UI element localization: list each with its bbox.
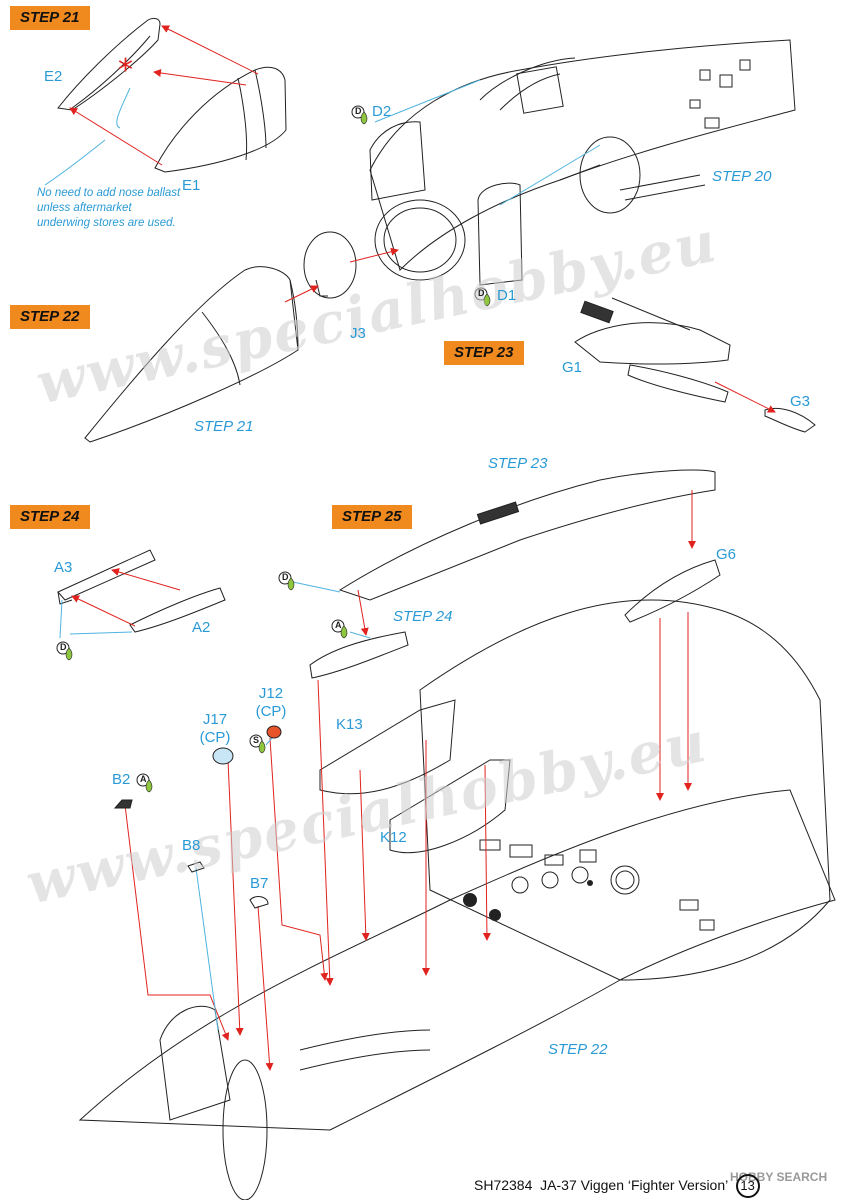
glue-badge-step25-a: A	[335, 620, 342, 630]
part-label-b8: B8	[182, 837, 201, 854]
page-footer: SH72384 JA-37 Viggen ‘Fighter Version’ 1…	[474, 1174, 760, 1198]
part-label-e1: E1	[182, 177, 201, 194]
part-label-d1: D1	[497, 287, 517, 304]
part-b7	[249, 896, 269, 909]
part-label-k13: K13	[336, 716, 363, 733]
glue-badge-d2: D	[355, 106, 362, 116]
part-e1-nose-cone	[154, 66, 287, 173]
footer-kit-title: JA-37 Viggen ‘Fighter Version’	[540, 1177, 728, 1193]
footer-kit-code: SH72384	[474, 1177, 533, 1193]
part-label-k12: K12	[380, 829, 407, 846]
glue-badge-step25-d: D	[282, 572, 289, 582]
step-23-tab: STEP 23	[454, 344, 514, 361]
part-label-j17-code: J17	[202, 711, 228, 728]
part-b8	[187, 861, 205, 873]
part-label-j17: J17 (CP)	[198, 712, 232, 746]
part-label-g3: G3	[790, 393, 811, 410]
part-label-b2: B2	[112, 771, 131, 788]
footer-page-number: 13	[735, 1174, 760, 1198]
part-label-a2: A2	[192, 619, 211, 636]
step-22-ref: STEP 22	[548, 1041, 608, 1058]
part-label-j12-code: J12	[258, 685, 284, 702]
step-24-tab: STEP 24	[20, 508, 80, 525]
step-23-ref: STEP 23	[488, 455, 548, 472]
part-label-g6: G6	[716, 546, 737, 563]
step-20-ref: STEP 20	[712, 168, 772, 185]
part-label-j12-cp: (CP)	[255, 703, 287, 720]
glue-badge-j12-s: S	[253, 735, 260, 745]
part-j12-red	[266, 725, 282, 739]
asterisk-icon: *	[118, 53, 133, 88]
glue-badge-b2-a: A	[140, 774, 147, 784]
part-b2	[113, 799, 133, 809]
glue-badge-d1: D	[478, 288, 485, 298]
glue-badge-a3: D	[60, 642, 67, 652]
step-22-tab: STEP 22	[20, 308, 80, 325]
part-e2-nose-half	[57, 17, 161, 111]
part-label-j17-cp: (CP)	[199, 729, 231, 746]
part-label-a3: A3	[54, 559, 73, 576]
part-label-j12: J12 (CP)	[254, 686, 288, 720]
glue-badges	[56, 105, 491, 793]
part-j17-clear	[212, 747, 234, 765]
part-label-d2: D2	[372, 103, 392, 120]
nose-ballast-note: No need to add nose ballast unless after…	[37, 187, 181, 229]
step-21-tab: STEP 21	[20, 9, 80, 26]
part-label-b7: B7	[250, 875, 269, 892]
step-21-ref: STEP 21	[194, 418, 254, 435]
part-label-e2: E2	[44, 68, 63, 85]
step-25-tab: STEP 25	[342, 508, 402, 525]
step-24-ref: STEP 24	[393, 608, 453, 625]
part-label-j3: J3	[350, 325, 366, 342]
part-label-g1: G1	[562, 359, 583, 376]
